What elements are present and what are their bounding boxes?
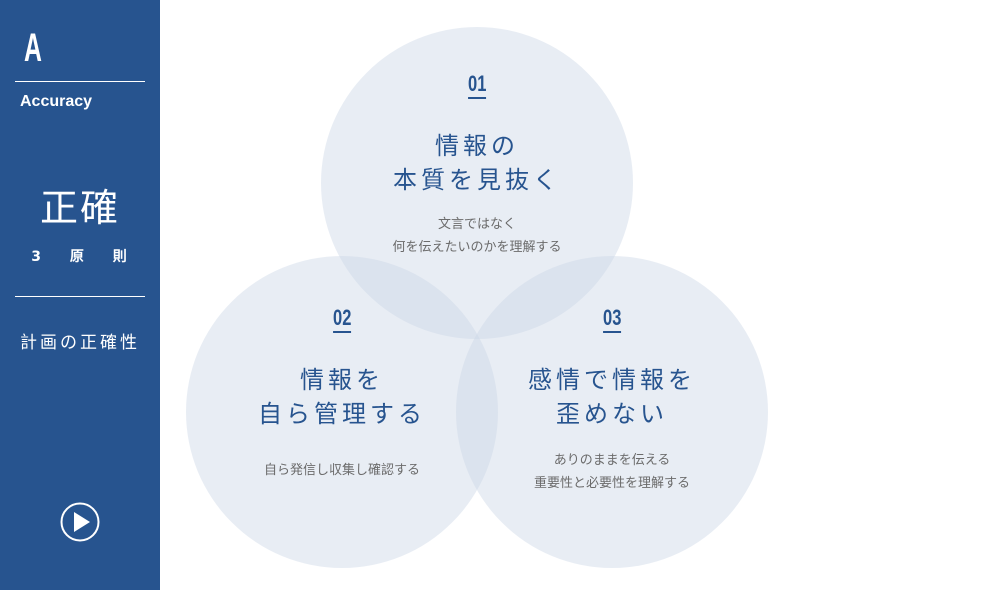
principle-heading: 情報の 本質を見抜く [321, 129, 633, 197]
play-button[interactable] [60, 502, 100, 542]
principle-2: 02 情報を 自ら管理する 自ら発信し収集し確認する [186, 307, 498, 482]
section-subtitle: 3 原 則 [31, 249, 139, 265]
principle-heading: 感情で情報を 歪めない [456, 363, 768, 431]
heading-line: 自ら管理する [258, 400, 426, 428]
principle-3: 03 感情で情報を 歪めない ありのままを伝える 重要性と必要性を理解する [456, 307, 768, 495]
principle-description: ありのままを伝える 重要性と必要性を理解する [456, 449, 768, 495]
heading-line: 感情で情報を [528, 366, 696, 394]
principle-number: 03 [602, 307, 622, 333]
desc-line: 何を伝えたいのかを理解する [392, 240, 562, 255]
heading-line: 本質を見抜く [393, 166, 561, 194]
principle-1: 01 情報の 本質を見抜く 文言ではなく 何を伝えたいのかを理解する [321, 73, 633, 259]
heading-line: 情報の [435, 132, 519, 160]
principle-description: 自ら発信し収集し確認する [186, 459, 498, 482]
divider [15, 296, 145, 297]
heading-line: 歪めない [556, 400, 668, 428]
play-circle-icon [60, 502, 100, 542]
principle-number: 02 [332, 307, 352, 333]
principle-description: 文言ではなく 何を伝えたいのかを理解する [321, 213, 633, 259]
venn-circle-1 [321, 27, 633, 339]
divider [15, 81, 145, 82]
desc-line: 自ら発信し収集し確認する [263, 463, 420, 478]
principle-heading: 情報を 自ら管理する [186, 363, 498, 431]
venn-circle-2 [186, 256, 498, 568]
section-topic: 計画の正確性 [20, 333, 140, 353]
desc-line: 重要性と必要性を理解する [533, 476, 690, 491]
desc-line: 文言ではなく [437, 217, 516, 232]
section-title: 正確 [39, 186, 120, 230]
desc-line: ありのままを伝える [553, 453, 671, 468]
section-letter: A [24, 26, 42, 70]
venn-circle-3 [456, 256, 768, 568]
section-english-label: Accuracy [20, 93, 93, 110]
heading-line: 情報を [300, 366, 384, 394]
principle-number: 01 [467, 73, 487, 99]
sidebar: A Accuracy 正確 3 原 則 計画の正確性 [0, 0, 160, 590]
